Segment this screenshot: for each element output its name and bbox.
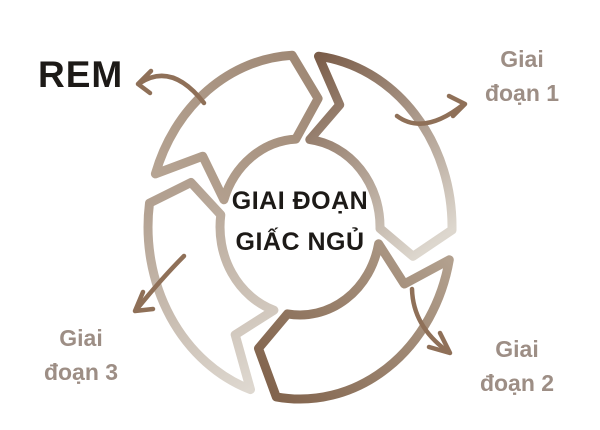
stage3-label-line2: đoạn 3 (43, 359, 119, 385)
arrow-to-stage2-icon (409, 286, 453, 356)
cycle-segment-topright (305, 51, 457, 261)
arrow-to-stage1-icon (394, 93, 468, 126)
stage1-label-line2: đoạn 1 (484, 80, 560, 106)
center-title-line1: GIAI ĐOẠN (231, 187, 369, 215)
rem-label: REM (38, 54, 124, 95)
stage3-label-line1: Giai (59, 325, 103, 351)
stage1-label-line1: Giai (500, 46, 544, 72)
stage3-label: Giai đoạn 3 (26, 321, 136, 389)
center-title-line2: GIẤC NGỦ (235, 228, 365, 256)
arrow-to-rem-icon (135, 68, 207, 106)
center-title: GIAI ĐOẠN GIẤC NGỦ (218, 181, 382, 263)
arrow-to-stage3-icon (132, 253, 187, 314)
stage2-label-line2: đoạn 2 (479, 370, 555, 396)
stage2-label-line1: Giai (495, 336, 539, 362)
stage1-label: Giai đoạn 1 (467, 42, 577, 110)
cycle-segment-bottomleft (143, 178, 279, 395)
cycle-segment-topleft (150, 50, 323, 205)
stage2-label: Giai đoạn 2 (462, 332, 572, 400)
cycle-segment-bottomright (254, 239, 454, 404)
